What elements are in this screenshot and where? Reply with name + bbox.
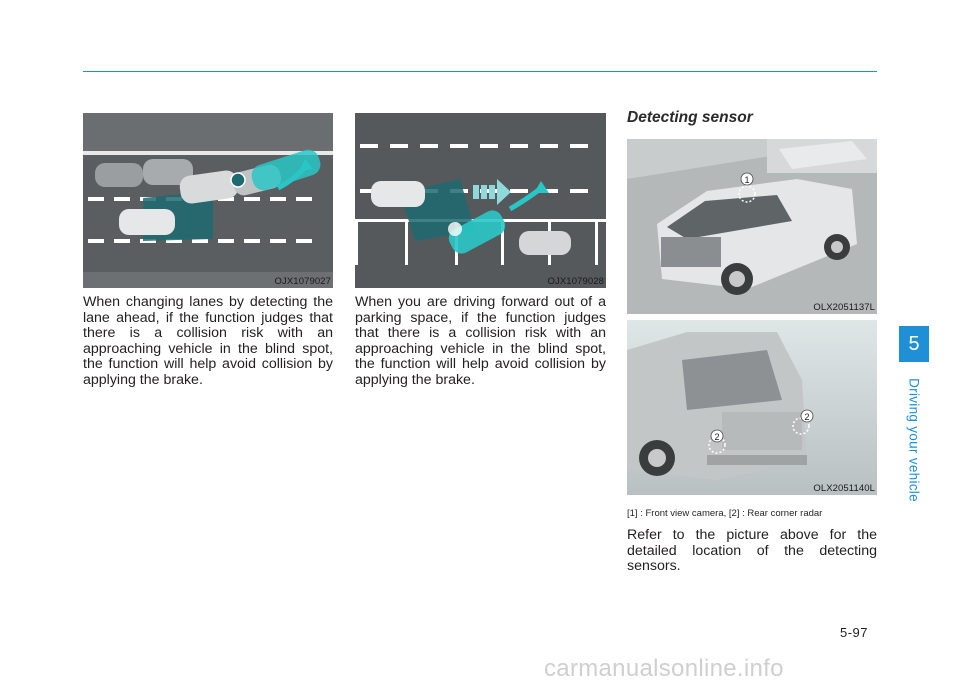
- paragraph-lane-change: When changing lanes by detecting the lan…: [83, 294, 333, 388]
- page-number: 5-97: [840, 625, 869, 640]
- chapter-title: Driving your vehicle: [906, 378, 922, 502]
- figure-code: OJX1079027: [274, 276, 331, 287]
- paragraph-parking-exit: When you are driving forward out of a pa…: [355, 294, 606, 388]
- watermark: carmanualsonline.info: [544, 655, 784, 682]
- section-heading: Detecting sensor: [627, 109, 753, 126]
- marker-2-right: 2: [804, 412, 809, 422]
- figure-parking-exit: OJX1079028: [355, 113, 606, 288]
- top-rule: [83, 71, 877, 72]
- figure-code: OLX2051140L: [813, 483, 875, 494]
- figure-code: OJX1079028: [547, 276, 604, 287]
- paragraph-sensor-location: Refer to the picture above for the detai…: [627, 527, 877, 575]
- front-camera-illustration: 1: [627, 139, 877, 314]
- marker-1: 1: [744, 175, 749, 185]
- marker-2-left: 2: [714, 432, 719, 442]
- parking-exit-illustration: [355, 113, 606, 288]
- lane-change-illustration: [83, 113, 333, 288]
- figure-lane-change: OJX1079027: [83, 113, 333, 288]
- figure-code: OLX2051137L: [813, 302, 875, 313]
- rear-radar-illustration: 2 2: [627, 320, 877, 495]
- chapter-number-tab: 5: [899, 326, 929, 362]
- figure-rear-radar: 2 2 OLX2051140L: [627, 320, 877, 495]
- figure-front-camera: 1 OLX2051137L: [627, 139, 877, 314]
- figure-caption: [1] : Front view camera, [2] : Rear corn…: [627, 508, 823, 519]
